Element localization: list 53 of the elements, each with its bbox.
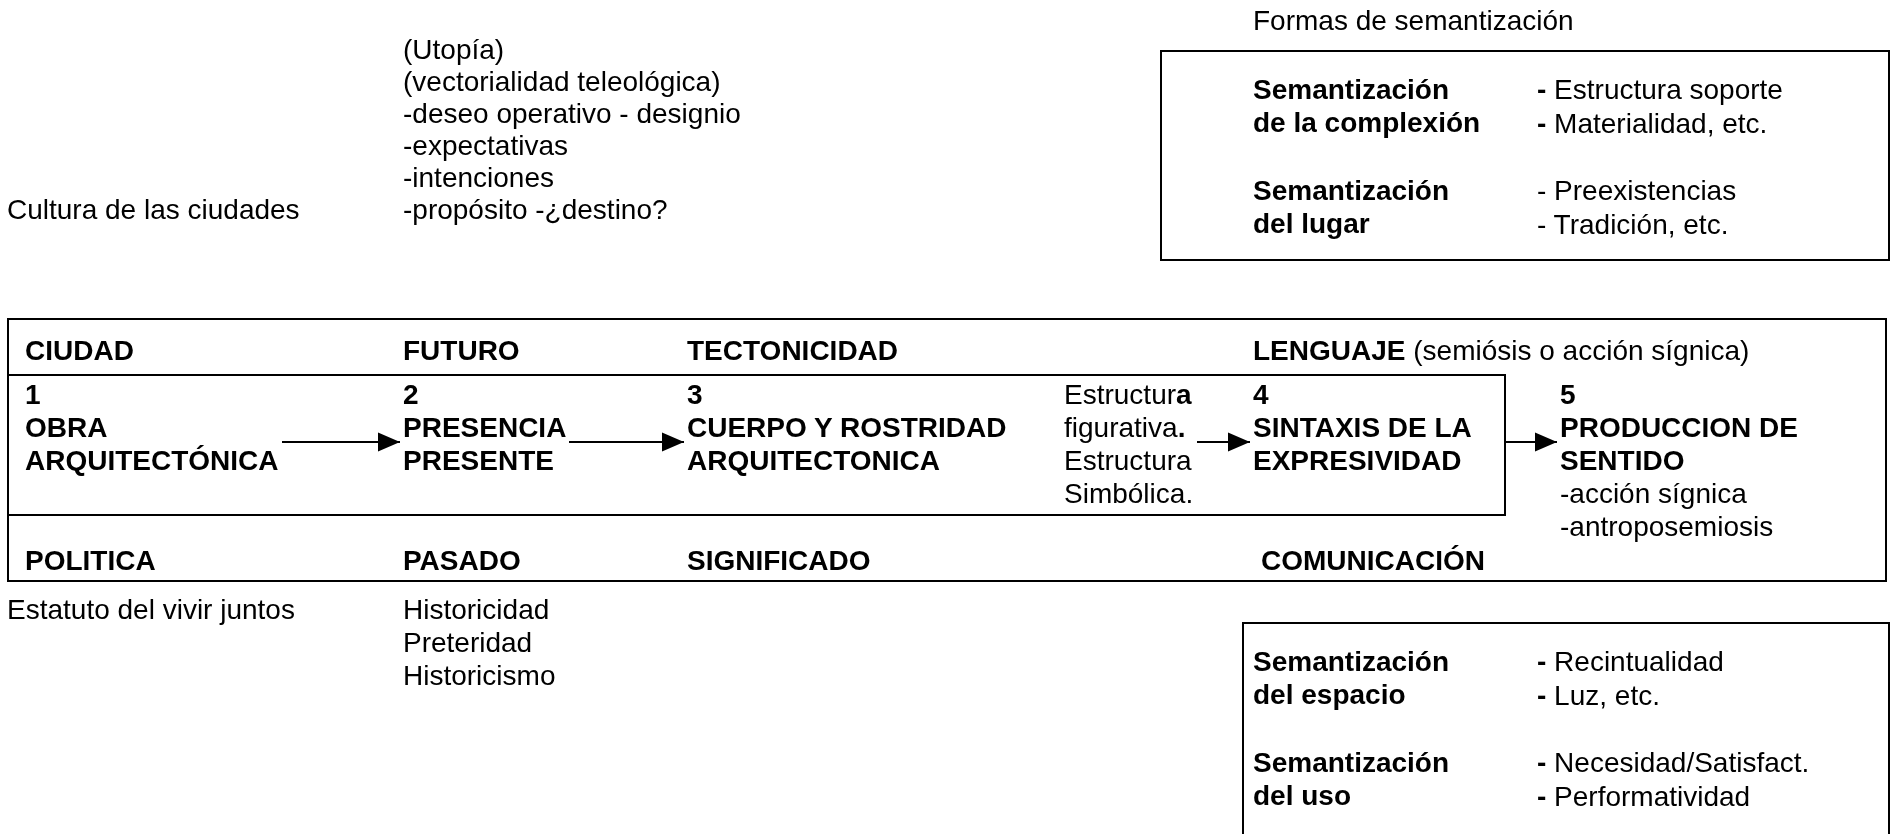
arrow — [281, 432, 401, 452]
note-text: Historicismo — [403, 660, 556, 692]
category-heading: POLITICA — [25, 543, 156, 577]
concept-frame — [7, 318, 1887, 582]
step-title: PRODUCCION DE SENTIDO — [1560, 411, 1799, 477]
bullet-item: - Necesidad/Satisfact. — [1537, 745, 1810, 779]
bullet-item: - Luz, etc. — [1537, 678, 1660, 712]
note-text: -expectativas — [403, 130, 568, 162]
note-text: (Utopía) — [403, 34, 505, 66]
bullet-item: - Tradición, etc. — [1537, 207, 1729, 241]
category-heading: CIUDAD — [25, 333, 134, 367]
category-heading: PASADO — [403, 543, 521, 577]
bullet-item: -antroposemiosis — [1560, 510, 1775, 543]
step-title: CUERPO Y ROSTRIDAD ARQUITECTONICA — [687, 411, 1008, 477]
step-number: 4 — [1253, 378, 1270, 411]
group-heading: Semantización del espacio — [1253, 644, 1451, 711]
category-heading: SIGNIFICADO — [687, 543, 871, 577]
step-title: PRESENCIA PRESENTE — [403, 411, 567, 477]
category-heading: FUTURO — [403, 333, 520, 367]
step-number: 1 — [25, 378, 42, 411]
semantization-panel — [1160, 50, 1890, 261]
group-heading: Semantización de la complexión — [1253, 72, 1482, 139]
step-title: OBRA ARQUITECTÓNICA — [25, 411, 280, 477]
note-text: Historicidad — [403, 594, 550, 626]
note-text: -propósito -¿destino? — [403, 194, 668, 226]
note-text: Cultura de las ciudades — [7, 194, 300, 226]
arrow — [568, 432, 685, 452]
semantization-panel — [1242, 622, 1890, 834]
bullet-item: - Estructura soporte — [1537, 72, 1783, 106]
step-number: 5 — [1560, 378, 1577, 411]
bullet-item: -acción sígnica — [1560, 477, 1748, 510]
arrow — [1196, 432, 1251, 452]
category-heading: TECTONICIDAD — [687, 333, 899, 367]
group-heading: Semantización del lugar — [1253, 173, 1451, 240]
panel-caption: Formas de semantización — [1253, 5, 1574, 37]
note-text: -deseo operativo - designio — [403, 98, 741, 130]
group-heading: Semantización del uso — [1253, 745, 1451, 812]
bullet-item: - Performatividad — [1537, 779, 1751, 813]
bullet-item: - Materialidad, etc. — [1537, 106, 1768, 140]
category-heading: LENGUAJE (semiósis o acción sígnica) — [1253, 333, 1750, 367]
step-number: 3 — [687, 378, 704, 411]
category-heading: COMUNICACIÓN — [1261, 543, 1485, 577]
note-text: -intenciones — [403, 162, 554, 194]
bullet-item: - Preexistencias — [1537, 173, 1737, 207]
step-number: 2 — [403, 378, 420, 411]
note-text: Preteridad — [403, 627, 533, 659]
arrow — [1503, 432, 1558, 452]
frame-box — [7, 374, 1506, 516]
structure-note: Estructura figurativa. Estructura Simbólica. — [1064, 378, 1195, 510]
bullet-item: - Recintualidad — [1537, 644, 1724, 678]
step-title: SINTAXIS DE LA EXPRESIVIDAD — [1253, 411, 1472, 477]
note-text: (vectorialidad teleológica) — [403, 66, 721, 98]
note-text: Estatuto del vivir juntos — [7, 594, 295, 626]
